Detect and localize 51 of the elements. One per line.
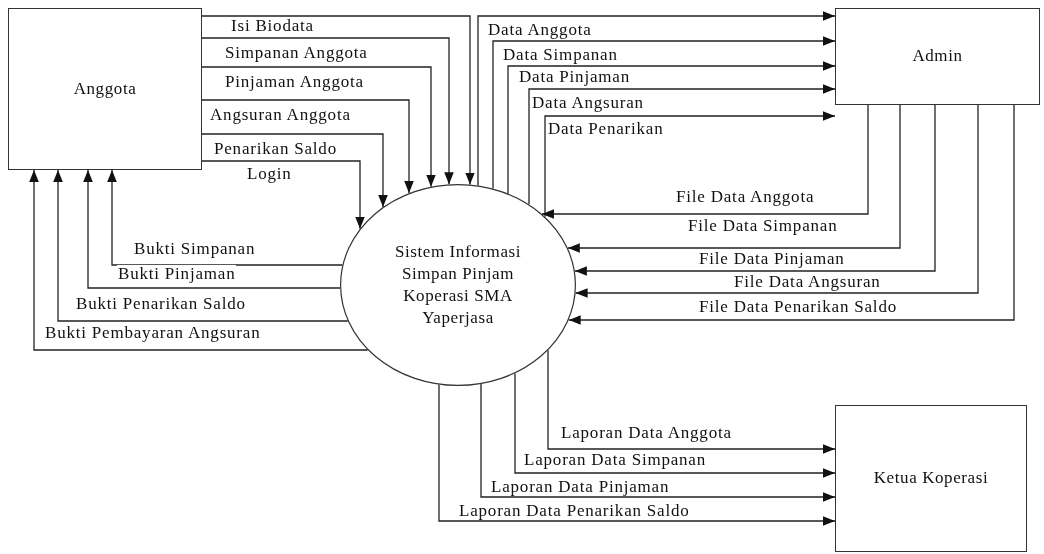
edge-label: File Data Pinjaman: [698, 250, 846, 268]
edge-label: File Data Simpanan: [687, 217, 839, 235]
arrow: [29, 169, 369, 351]
edge-label: Bukti Simpanan: [133, 240, 257, 258]
arrow: [514, 372, 836, 478]
edge-label: Bukti Pembayaran Angsuran: [44, 324, 262, 342]
arrow: [477, 11, 836, 187]
node-label: Sistem Informasi Simpan Pinjam Koperasi SMA Yaperjasa: [393, 240, 523, 330]
edge-label: File Data Angsuran: [733, 273, 882, 291]
edge-label: Angsuran Anggota: [209, 106, 352, 124]
arrow: [201, 15, 475, 186]
arrow: [201, 160, 365, 230]
arrow: [575, 104, 979, 298]
arrow: [574, 104, 936, 276]
edge-label: Bukti Pinjaman: [117, 265, 237, 283]
edge-label: Data Anggota: [487, 21, 593, 39]
node-label: Admin: [912, 45, 963, 68]
arrow: [480, 383, 836, 502]
arrow: [107, 169, 343, 266]
process-circle: [340, 184, 576, 386]
edge-label: Laporan Data Pinjaman: [490, 478, 671, 496]
arrow: [528, 84, 836, 205]
entity-box: [8, 8, 202, 170]
arrow: [438, 384, 836, 526]
edge-label: Data Angsuran: [531, 94, 645, 112]
edge-label: Login: [246, 165, 293, 183]
edge-label: Data Pinjaman: [518, 68, 631, 86]
node-label: Ketua Koperasi: [873, 467, 989, 490]
edge-label: Simpanan Anggota: [224, 44, 369, 62]
arrow: [53, 169, 349, 322]
arrow: [201, 133, 388, 208]
arrow: [541, 104, 869, 219]
arrow: [568, 104, 1015, 325]
edge-label: Pinjaman Anggota: [224, 73, 365, 91]
arrow: [567, 104, 901, 253]
arrow: [83, 169, 341, 289]
entity-box: [835, 405, 1027, 552]
edge-label: Laporan Data Simpanan: [523, 451, 708, 469]
edge-label: File Data Anggota: [675, 188, 816, 206]
arrow: [507, 61, 836, 195]
edge-label: Laporan Data Penarikan Saldo: [458, 502, 691, 520]
arrow: [492, 36, 836, 190]
arrow: [544, 111, 836, 218]
entity-box: [835, 8, 1040, 105]
edge-label: Data Simpanan: [502, 46, 619, 64]
arrow: [547, 349, 836, 454]
edge-label: Laporan Data Anggota: [560, 424, 733, 442]
node-label: Anggota: [73, 77, 137, 100]
arrow: [201, 99, 414, 194]
arrow: [201, 37, 454, 185]
arrow: [201, 66, 436, 188]
